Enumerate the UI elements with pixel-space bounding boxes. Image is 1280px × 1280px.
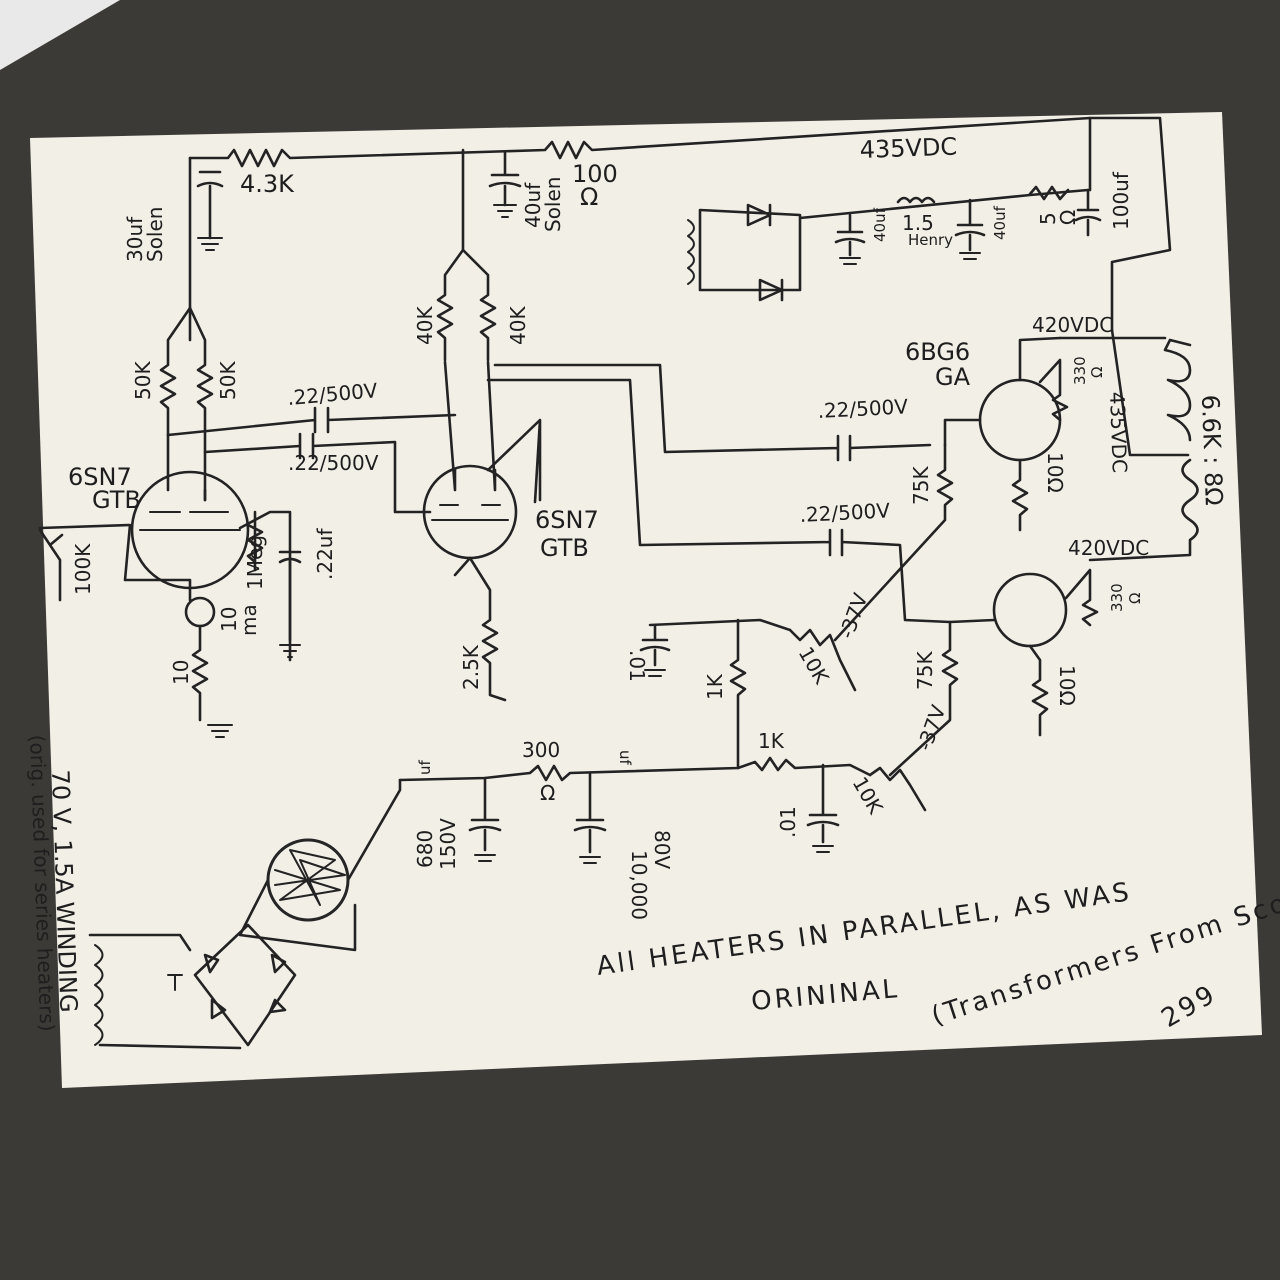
label-1k-a: 1K — [703, 673, 727, 700]
label-1-5: 1.5 — [902, 211, 934, 235]
label-ga: GA — [935, 363, 971, 391]
label-100uf: 100uf — [1109, 171, 1133, 230]
label-ohm-330-b: Ω — [1126, 593, 1144, 604]
label-10000: 10,000 — [627, 850, 651, 920]
label-1meg: 1Meg — [243, 535, 267, 590]
label-6bg6: 6BG6 — [905, 338, 970, 366]
label-100: 100 — [572, 160, 618, 188]
label-50k-b: 50K — [216, 361, 240, 400]
label-henry: Henry — [908, 231, 953, 249]
label-30uf: 30uf — [123, 216, 147, 262]
label-330-b: 330 — [1108, 583, 1126, 612]
label-ohm-300: Ω — [540, 781, 555, 805]
label-435vdc-side: 435VDC — [1105, 391, 1132, 473]
label-ohm-100: Ω — [580, 183, 598, 211]
label-xfmr: 6.6K : 8Ω — [1196, 394, 1228, 506]
label-80v: 80V — [650, 830, 674, 869]
label-300: 300 — [522, 738, 560, 762]
label-ma-unit: ma — [237, 604, 261, 636]
label-420vdc-b: 420VDC — [1068, 536, 1149, 560]
label-420vdc-a: 420VDC — [1032, 313, 1113, 337]
label-75k-a: 75K — [909, 466, 933, 505]
label-cap-22-d: .22/500V — [799, 498, 891, 527]
label-50k-a: 50K — [131, 361, 155, 400]
label-435vdc-top: 435VDC — [859, 133, 957, 164]
label-22uf: .22uf — [313, 528, 337, 580]
label-2-5k: 2.5K — [459, 644, 483, 690]
label-gtb-b: GTB — [540, 534, 589, 562]
label-40k-b: 40K — [506, 306, 530, 345]
label-150v: 150V — [436, 818, 460, 870]
schematic — [38, 116, 1199, 1050]
label-solen-2: Solen — [541, 177, 565, 232]
label-solen-1: Solen — [143, 207, 167, 262]
label-40uf-top: 40uf — [521, 182, 545, 228]
label-ma-10: 10 — [217, 607, 241, 632]
paper-sheet — [30, 112, 1262, 1088]
label-330-a: 330 — [1071, 356, 1089, 385]
label-40uf-a: 40uf — [871, 207, 889, 242]
label-cap-22-c: .22/500V — [817, 394, 909, 423]
label-10ohm-a: 10Ω — [1043, 452, 1067, 493]
label-6sn7-a: 6SN7 — [68, 463, 132, 491]
label-cap-22-b: .22/500V — [288, 451, 379, 475]
label-40uf-b: 40uf — [991, 205, 1009, 240]
label-5: 5 — [1036, 212, 1060, 225]
label-ohm-5: Ω — [1056, 210, 1080, 225]
label-4-3k: 4.3K — [240, 170, 295, 198]
label-40k-a: 40K — [413, 306, 437, 345]
label-uf-a: uf — [416, 759, 434, 775]
label-680: 680 — [413, 830, 437, 868]
label-uf-b: uf — [616, 750, 634, 766]
label-01-a: .01 — [625, 650, 649, 682]
b-plus-right-rail — [1088, 116, 1172, 332]
label-75k-b: 75K — [913, 651, 937, 690]
label-10: 10 — [169, 660, 193, 685]
label-10ohm-b: 10Ω — [1055, 665, 1079, 706]
label-gtb-a: GTB — [92, 486, 141, 514]
label-01-b: .01 — [776, 806, 800, 838]
label-1k-b: 1K — [758, 729, 785, 753]
label-ohm-330-a: Ω — [1088, 367, 1106, 378]
paper-corner-top-left — [0, 0, 120, 70]
label-6sn7-b: 6SN7 — [535, 506, 599, 534]
label-100k: 100K — [71, 543, 95, 595]
